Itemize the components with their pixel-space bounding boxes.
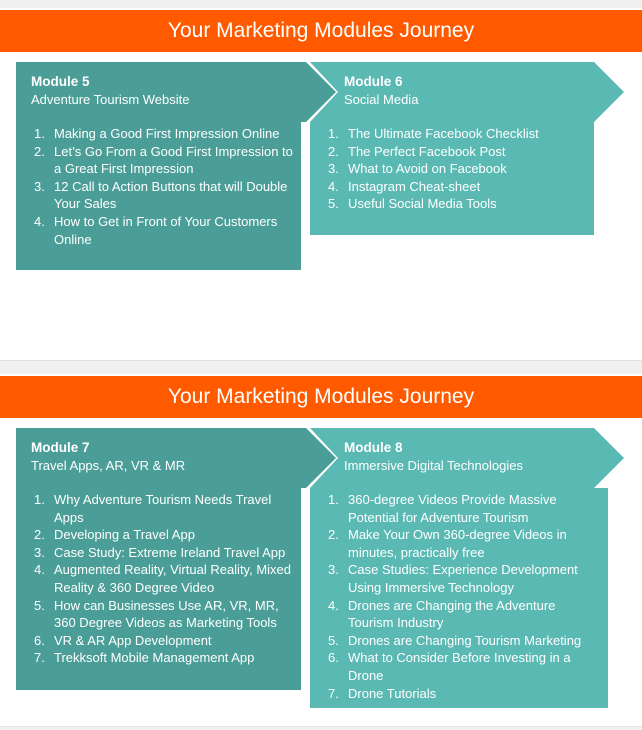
slide-1: Your Marketing Modules Journey Module 5 … <box>0 8 642 361</box>
module-subtitle: Adventure Tourism Website <box>31 92 190 107</box>
list-item: 1.360-degree Videos Provide Massive Pote… <box>328 492 557 525</box>
slide-title: Your Marketing Modules Journey <box>0 376 642 418</box>
list-item: 3.12 Call to Action Buttons that will Do… <box>34 178 288 212</box>
slide-2: Your Marketing Modules Journey Module 7 … <box>0 374 642 727</box>
list-item: 2.Let’s Go From a Good First Impression … <box>34 143 293 177</box>
chevron-shape <box>310 62 624 122</box>
chevron-shape <box>16 428 336 488</box>
list-item: 7.Trekksoft Mobile Management App <box>34 650 255 666</box>
list-item: 3.What to Avoid on Facebook <box>328 161 507 177</box>
module-label: Module 5 <box>31 74 90 89</box>
chevron-shape <box>16 62 336 122</box>
list-item: 1.Making a Good First Impression Online <box>34 126 280 141</box>
list-item: 1.Why Adventure Tourism Needs Travel App… <box>34 492 272 525</box>
module-label: Module 6 <box>344 74 403 89</box>
module-label: Module 7 <box>31 440 90 455</box>
list-item: 2.Make Your Own 360-degree Videos in min… <box>328 527 567 560</box>
module-8-header: Module 8 Immersive Digital Technologies <box>310 428 624 488</box>
module-7-topics: 1.Why Adventure Tourism Needs Travel App… <box>16 488 301 690</box>
list-item: 3.Case Studies: Experience Development U… <box>328 562 578 595</box>
list-item: 5.How can Businesses Use AR, VR, MR, 360… <box>34 597 279 631</box>
list-item: 3.Case Study: Extreme Ireland Travel App <box>34 544 286 560</box>
chevron-shape <box>310 428 624 488</box>
module-8-topics: 1.360-degree Videos Provide Massive Pote… <box>310 488 608 708</box>
module-5-topics: 1.Making a Good First Impression Online … <box>16 122 301 270</box>
list-item: 2.Developing a Travel App <box>34 527 195 543</box>
module-subtitle: Social Media <box>344 92 419 107</box>
module-6-topics: 1.The Ultimate Facebook Checklist 2.The … <box>310 122 594 235</box>
list-item: 7.Drone Tutorials <box>328 685 437 701</box>
module-6-header: Module 6 Social Media <box>310 62 624 122</box>
slide-title: Your Marketing Modules Journey <box>0 10 642 52</box>
module-subtitle: Immersive Digital Technologies <box>344 458 523 473</box>
module-5-header: Module 5 Adventure Tourism Website <box>16 62 336 122</box>
module-label: Module 8 <box>344 440 403 455</box>
list-item: 4.Instagram Cheat-sheet <box>328 178 481 194</box>
list-item: 4.Drones are Changing the Adventure Tour… <box>328 597 556 631</box>
module-7-header: Module 7 Travel Apps, AR, VR & MR <box>16 428 336 488</box>
list-item: 2.The Perfect Facebook Post <box>328 143 506 159</box>
list-item: 6.VR & AR App Development <box>34 632 212 648</box>
list-item: 4.Augmented Reality, Virtual Reality, Mi… <box>34 562 291 595</box>
list-item: 5.Drones are Changing Tourism Marketing <box>328 632 582 648</box>
list-item: 5.Useful Social Media Tools <box>328 196 497 212</box>
list-item: 4.How to Get in Front of Your Customers … <box>34 213 278 247</box>
list-item: 1.The Ultimate Facebook Checklist <box>328 126 539 141</box>
module-subtitle: Travel Apps, AR, VR & MR <box>31 458 186 473</box>
list-item: 6.What to Consider Before Investing in a… <box>328 650 571 683</box>
